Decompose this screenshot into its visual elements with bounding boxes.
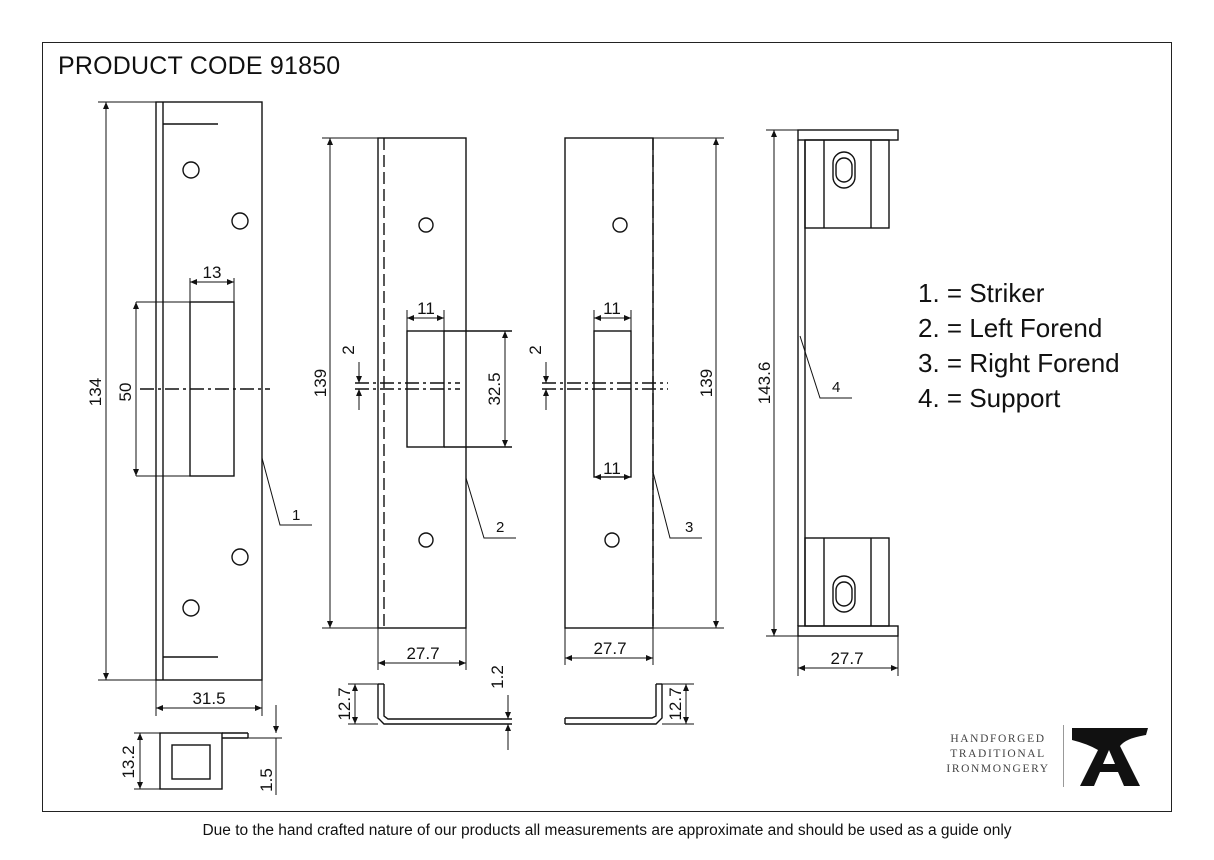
left-forend-dimensions [322,137,516,670]
dim-striker-height: 134 [86,378,105,406]
parts-legend: 1. = Striker 2. = Left Forend 3. = Right… [918,276,1120,416]
disclaimer-text: Due to the hand crafted nature of our pr… [202,822,1012,839]
dim-right-forend-width: 27.7 [593,639,626,658]
legend-item: 3. = Right Forend [918,348,1120,378]
dim-left-forend-gap: 2 [339,345,358,354]
dim-right-forend-height: 139 [697,369,716,397]
dim-right-forend-lip: 12.7 [666,687,685,720]
callout-4: 4 [832,379,840,396]
dim-right-forend-gap: 2 [526,345,545,354]
brand-divider [1063,725,1064,787]
brand-line: IRONMONGERY [946,763,1050,775]
support-dimensions [766,129,899,676]
legend-item: 4. = Support [918,383,1061,413]
support-side-view [797,129,899,637]
brand-line: TRADITIONAL [950,748,1046,760]
callout-2: 2 [496,519,504,536]
dim-left-forend-thickness: 1.2 [488,665,507,689]
striker-dimensions [98,101,312,716]
dim-striker-width: 31.5 [192,689,225,708]
dim-striker-opening-width: 13 [203,263,222,282]
dim-striker-thickness: 1.5 [257,768,276,792]
dim-striker-opening: 50 [116,383,135,402]
left-forend-end-view [377,683,512,725]
right-forend-front-view [542,137,668,629]
dim-support-height: 143.6 [755,362,774,405]
right-forend-end-view [564,683,663,725]
brand-wordmark: HANDFORGED TRADITIONAL IRONMONGERY [938,732,1058,777]
callout-3: 3 [685,519,693,536]
striker-end-view [159,732,249,790]
dim-left-forend-lip: 12.7 [335,687,354,720]
dim-left-forend-height: 139 [311,369,330,397]
legend-item: 2. = Left Forend [918,313,1103,343]
drawing-frame [42,42,1172,812]
left-forend-front-view [355,137,512,629]
dim-left-forend-slot-height: 32.5 [485,372,504,405]
dim-left-forend-width: 27.7 [406,644,439,663]
product-code-title: PRODUCT CODE 91850 [58,52,341,80]
right-forend-dimensions [543,137,724,665]
striker-front-view [140,101,270,681]
dim-right-forend-slot-width-bottom: 11 [603,459,621,478]
dim-left-forend-slot-width: 11 [417,299,435,318]
dim-right-forend-slot-width-top: 11 [603,299,621,318]
legend-item: 1. = Striker [918,278,1045,308]
dim-striker-side-height: 13.2 [119,745,138,778]
anvil-a-icon [1072,728,1148,786]
brand-line: HANDFORGED [950,733,1046,745]
callout-1: 1 [292,507,300,524]
dim-support-width: 27.7 [830,649,863,668]
